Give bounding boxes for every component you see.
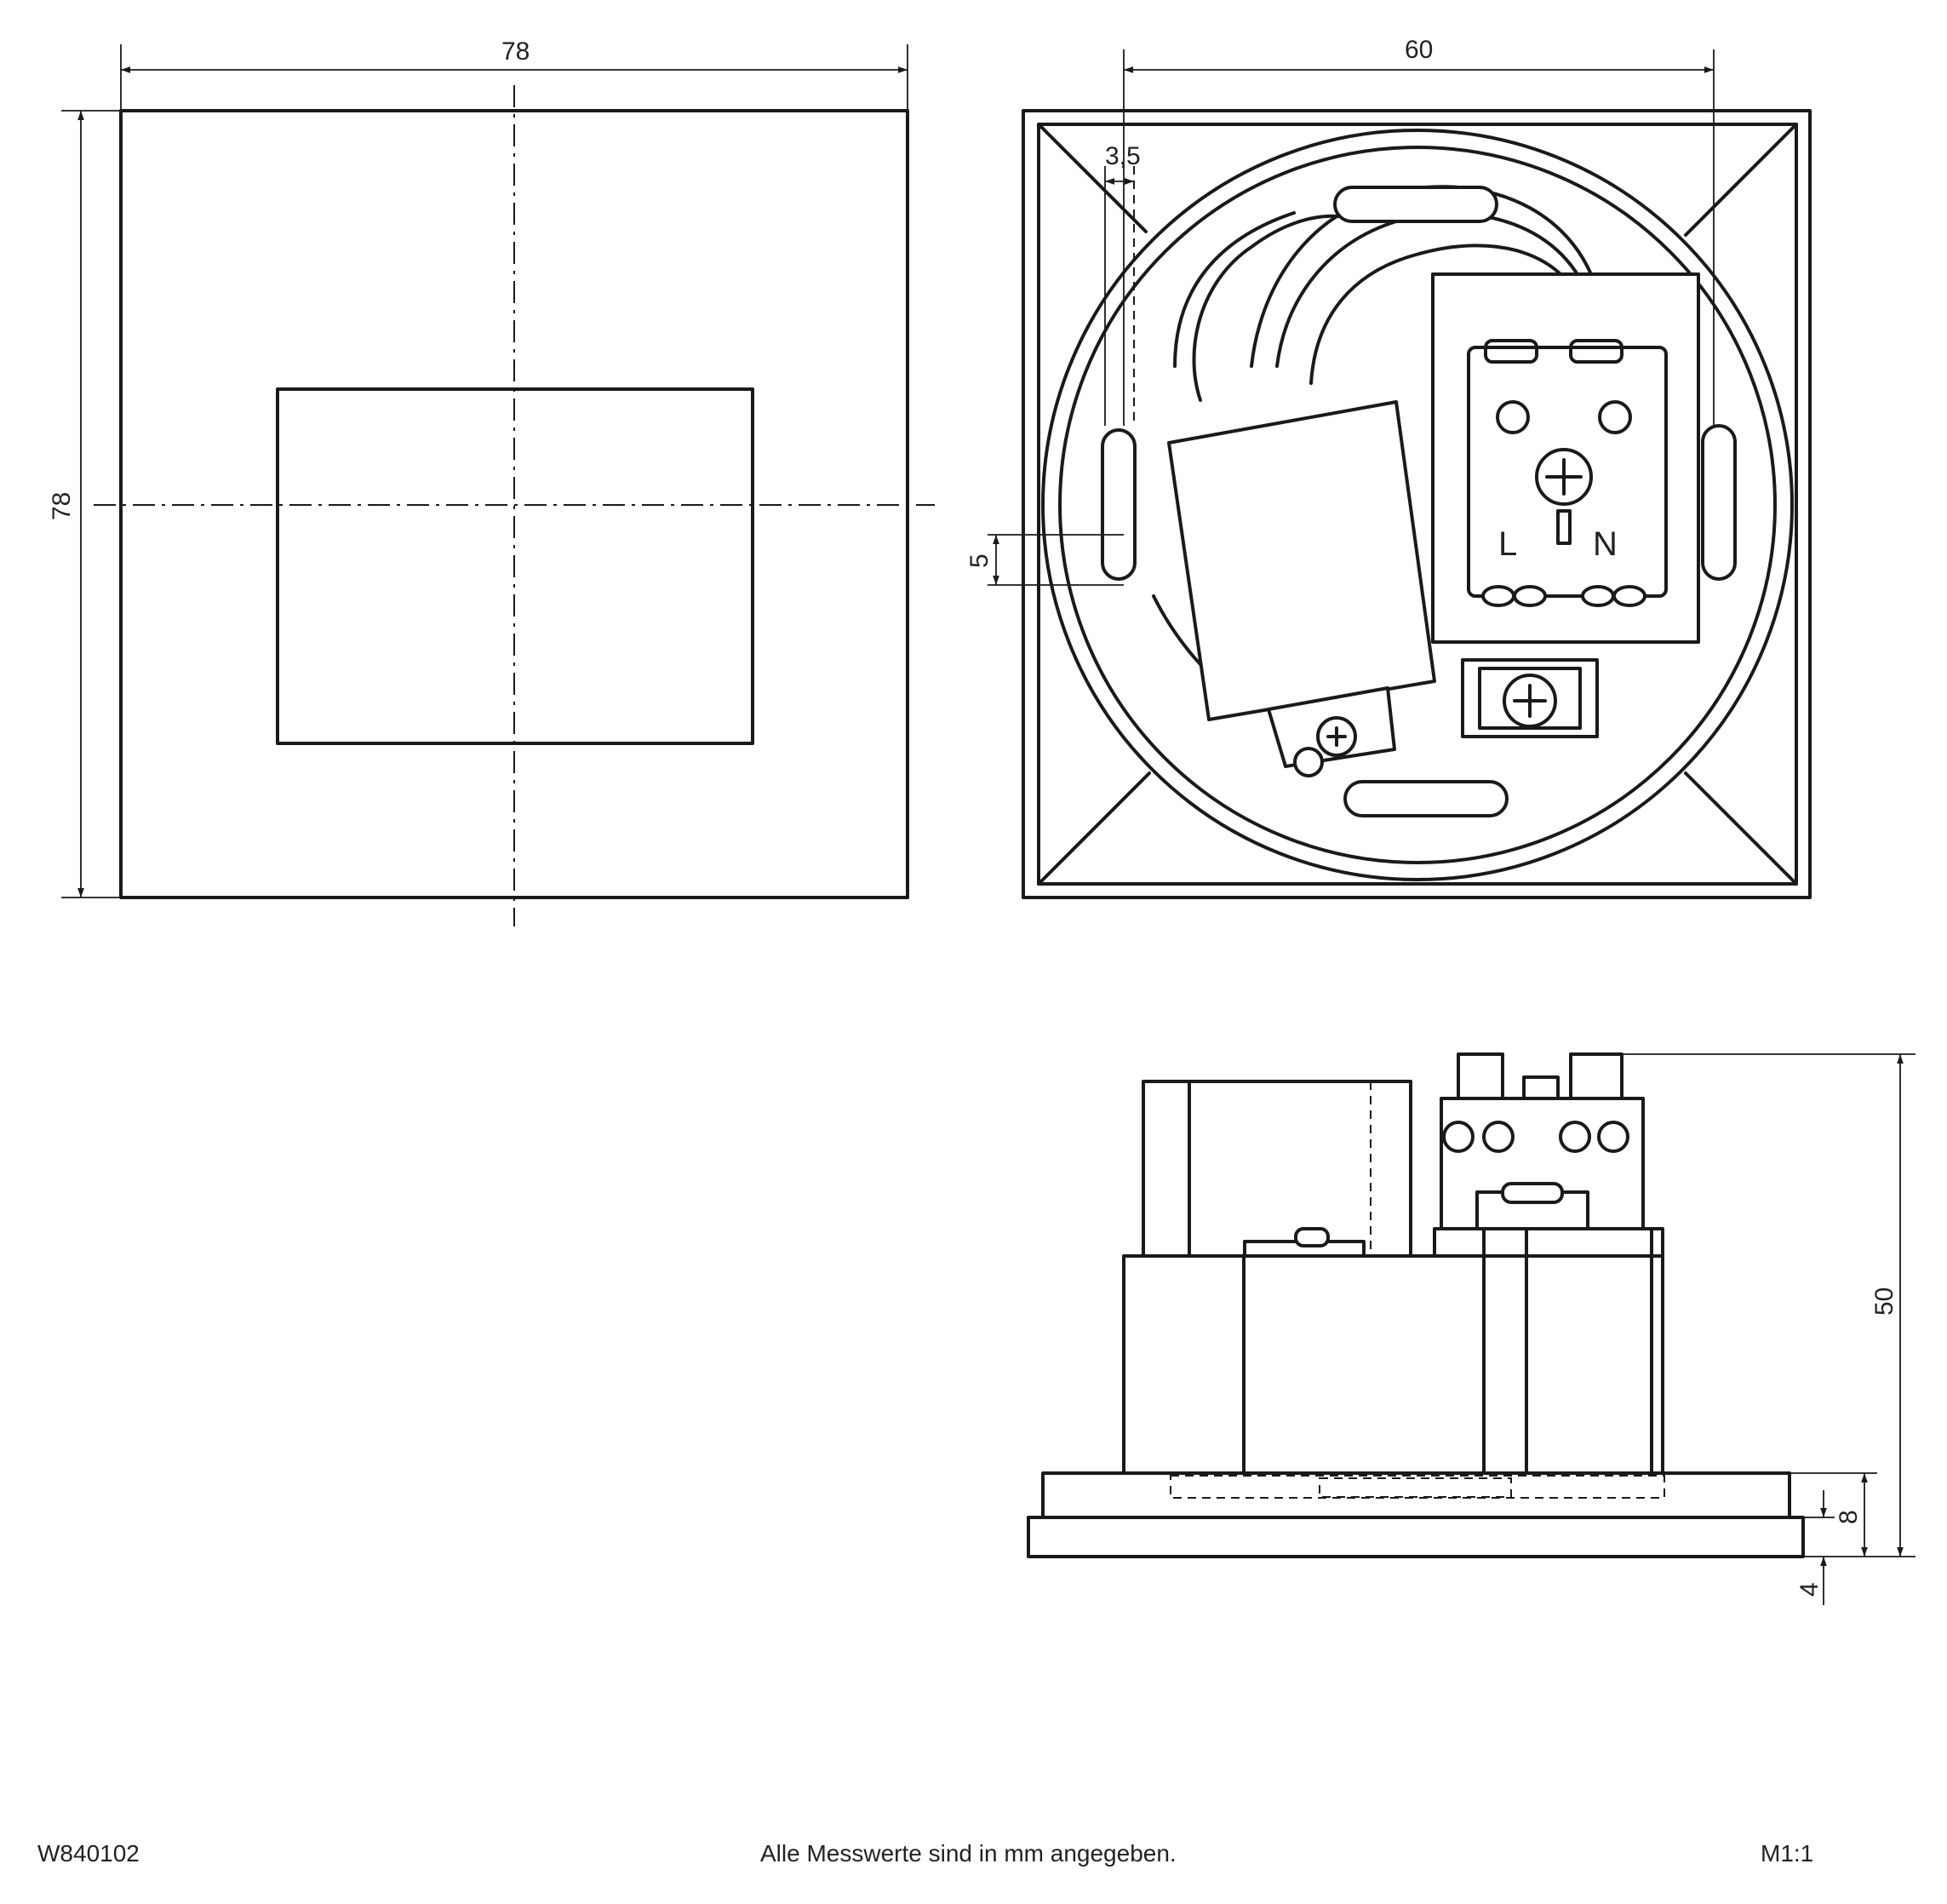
live-terminal-label: L [1498,525,1517,563]
corner-rib-bl [1037,771,1151,886]
hidden-lines [1170,1475,1665,1499]
article-number: W840102 [37,1840,140,1867]
corner-rib-tl [1037,123,1148,233]
base-plate-upper [1041,1471,1791,1519]
slot-offset-dimension: 3,5 [1104,142,1141,426]
front-width-dimension: 78 [120,37,908,111]
rear-outer-frame [1022,109,1812,899]
plate-thickness-label: 8 [1835,1510,1863,1524]
terminal-feet [1481,585,1646,607]
plate-thickness-dimension: 8 [1790,1472,1877,1557]
front-width-label: 78 [501,37,530,66]
scale-label: M1:1 [1761,1840,1814,1867]
bottom-mount-slot [1343,780,1509,817]
left-mount-slot [1101,428,1137,581]
mount-spacing-dimension: 60 [1123,36,1715,426]
bottom-offset-label: 4 [1795,1582,1824,1597]
base-plate-lower [1027,1516,1805,1558]
mount-spacing-label: 60 [1405,36,1433,64]
terminal-side [1440,1052,1645,1230]
side-height-dimension: 50 [1622,1053,1916,1557]
slot-offset-label: 3,5 [1105,142,1141,170]
front-view: 78 78 [48,37,935,926]
rear-view: L N 60 3,5 5 [965,36,1812,899]
rear-inner-frame [1037,123,1798,886]
neutral-terminal-label: N [1593,525,1618,563]
slot-length-label: 5 [965,553,994,568]
ground-terminal [1461,658,1599,738]
body-block [1122,1254,1664,1475]
bottom-offset-dimension: 4 [1795,1490,1835,1605]
side-view: 50 8 4 [1027,1052,1916,1605]
terminal-housing: L N [1431,272,1700,644]
slot-length-dimension: 5 [965,534,1124,586]
top-mount-slot [1333,186,1498,223]
front-height-label: 78 [48,492,76,520]
corner-rib-br [1684,771,1798,886]
front-height-dimension: 78 [48,110,121,898]
driver-box [1167,400,1436,777]
right-mount-slot [1701,424,1737,581]
side-height-label: 50 [1870,1287,1898,1316]
mounting-ring-inner [1058,146,1777,864]
corner-rib-tr [1684,123,1798,237]
measurement-note: Alle Messwerte sind in mm angegeben. [760,1840,1177,1867]
